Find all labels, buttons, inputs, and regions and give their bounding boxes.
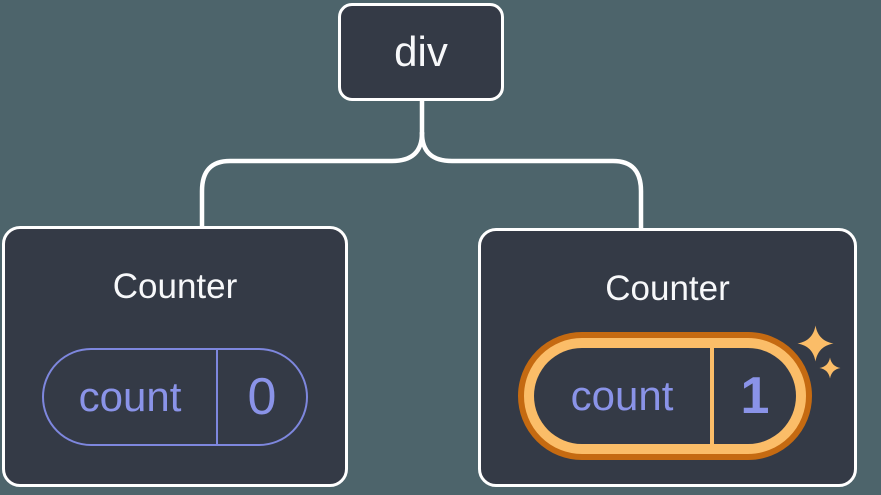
state-pill-highlighted: count 1: [518, 332, 812, 460]
state-pill: count 0: [42, 348, 308, 446]
state-key-label: count: [78, 373, 182, 420]
sparkle-small-icon: [819, 357, 841, 379]
state-value-label: 1: [740, 367, 770, 425]
div-node: div: [338, 3, 504, 101]
connector-branch-left: [199, 130, 425, 232]
pill-divider: [216, 350, 218, 444]
pill-divider: [710, 348, 714, 444]
component-title: Counter: [112, 267, 238, 306]
sparkle-large-icon: [797, 325, 834, 362]
counter-node-left: Counter count 0: [2, 226, 348, 487]
state-value-label: 0: [247, 368, 277, 426]
div-node-label: div: [394, 28, 448, 75]
component-title: Counter: [605, 269, 730, 308]
state-key-label: count: [570, 372, 674, 419]
counter-node-right: Counter count 1: [478, 228, 857, 487]
connector-branch-right: [419, 130, 644, 232]
sparkles-icon: [797, 325, 841, 379]
state-pill: count 1: [534, 348, 796, 444]
